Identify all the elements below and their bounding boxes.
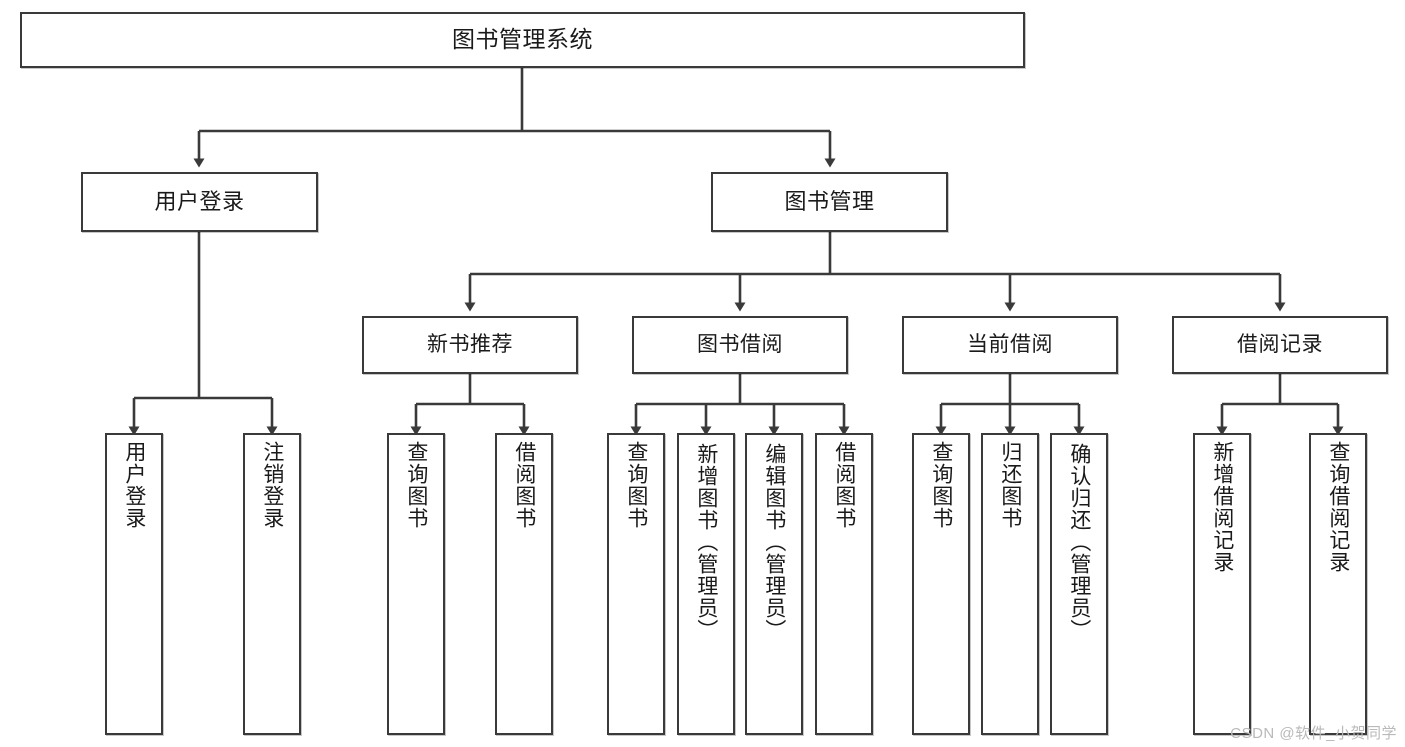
leaf-user-login[interactable]: 用户登录 [105,433,163,735]
leaf-borrow-book[interactable]: 借阅图书 [815,433,873,735]
node-label: 查询图书 [624,441,648,529]
node-user-login[interactable]: 用户登录 [81,172,318,232]
node-new-book-recommend[interactable]: 新书推荐 [362,316,578,374]
leaf-borrow-book-recommend[interactable]: 借阅图书 [495,433,553,735]
leaf-query-book-borrow[interactable]: 查询图书 [607,433,665,735]
node-label: 编辑图书（管理员） [762,443,786,641]
node-label: 查询图书 [929,441,953,529]
node-label: 注销登录 [260,441,284,529]
node-book-management[interactable]: 图书管理 [711,172,948,232]
node-label: 新增借阅记录 [1210,441,1234,573]
node-label: 新增图书（管理员） [694,443,718,641]
node-label: 借阅图书 [512,441,536,529]
leaf-add-book-admin[interactable]: 新增图书（管理员） [677,433,735,735]
leaf-query-book-recommend[interactable]: 查询图书 [387,433,445,735]
node-label: 归还图书 [998,441,1022,529]
node-label: 借阅记录 [1237,332,1323,356]
node-current-borrow[interactable]: 当前借阅 [902,316,1118,374]
node-book-borrow[interactable]: 图书借阅 [632,316,848,374]
node-label: 图书管理系统 [452,26,593,53]
leaf-query-borrow-record[interactable]: 查询借阅记录 [1309,433,1367,735]
node-label: 查询图书 [404,441,428,529]
leaf-query-book-current[interactable]: 查询图书 [912,433,970,735]
node-label: 当前借阅 [967,332,1053,356]
node-label: 新书推荐 [427,332,513,356]
leaf-edit-book-admin[interactable]: 编辑图书（管理员） [745,433,803,735]
node-borrow-record[interactable]: 借阅记录 [1172,316,1388,374]
node-label: 借阅图书 [832,441,856,529]
leaf-add-borrow-record[interactable]: 新增借阅记录 [1193,433,1251,735]
leaf-logout[interactable]: 注销登录 [243,433,301,735]
leaf-return-book[interactable]: 归还图书 [981,433,1039,735]
node-label: 用户登录 [154,189,245,215]
node-label: 确认归还（管理员） [1067,443,1091,641]
node-label: 图书管理 [784,189,875,215]
node-root-system[interactable]: 图书管理系统 [20,12,1025,68]
node-label: 图书借阅 [697,332,783,356]
node-label: 用户登录 [122,441,146,529]
leaf-confirm-return-admin[interactable]: 确认归还（管理员） [1050,433,1108,735]
node-label: 查询借阅记录 [1326,441,1350,573]
